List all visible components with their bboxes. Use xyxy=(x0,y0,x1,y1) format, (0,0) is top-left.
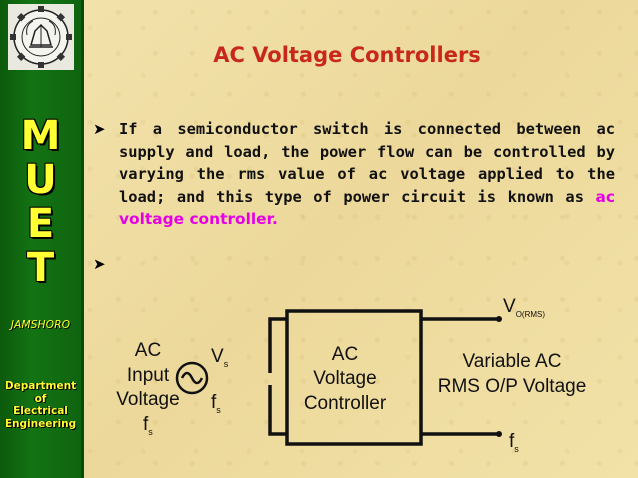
input-label-line: Voltage xyxy=(116,389,179,410)
input-wire-top xyxy=(268,317,287,373)
controller-label-line: AC xyxy=(332,344,358,365)
ac-source-icon xyxy=(175,361,209,395)
sidebar-location: JAMSHORO xyxy=(10,319,71,331)
input-wire-bottom xyxy=(268,385,287,436)
slide-title: AC Voltage Controllers xyxy=(213,43,481,67)
bullet-arrow-icon: ➤ xyxy=(93,120,106,138)
source-freq-label: fs xyxy=(211,392,221,415)
paragraph-text: If a semiconductor switch is connected b… xyxy=(119,120,615,206)
output-voltage-label: VO(RMS) xyxy=(503,296,545,319)
sidebar-department: Department of Electrical Engineering xyxy=(0,380,81,430)
input-label-line: Input xyxy=(127,365,170,386)
muet-logo-icon xyxy=(8,4,74,70)
output-label-line: RMS O/P Voltage xyxy=(438,376,587,397)
output-freq-label: fs xyxy=(509,431,519,454)
bullet-paragraph: If a semiconductor switch is connected b… xyxy=(119,118,615,231)
paragraph-highlight: ac voltage controller. xyxy=(119,187,615,229)
dept-line: of xyxy=(34,392,47,405)
dept-line: Electrical xyxy=(13,405,68,417)
controller-label-line: Voltage xyxy=(313,368,376,389)
sidebar-divider xyxy=(81,0,84,478)
source-voltage-label: Vs xyxy=(211,346,229,369)
input-freq-label: fs xyxy=(143,414,153,437)
input-label-line: AC xyxy=(135,340,161,361)
controller-box xyxy=(285,309,423,446)
output-terminal-bottom xyxy=(496,431,502,437)
sidebar-letter-e: E xyxy=(26,201,55,247)
output-label-line: Variable AC xyxy=(463,351,562,372)
sidebar-letter-m: M xyxy=(20,113,61,159)
controller-label-line: Controller xyxy=(304,393,387,414)
sidebar-letter-t: T xyxy=(26,245,55,291)
dept-line: Department xyxy=(4,380,77,392)
sidebar xyxy=(0,0,81,478)
output-terminal-top xyxy=(496,316,502,322)
dept-line: Engineering xyxy=(4,417,77,430)
sidebar-letter-u: U xyxy=(24,157,57,203)
bullet-arrow-icon: ➤ xyxy=(93,255,106,273)
